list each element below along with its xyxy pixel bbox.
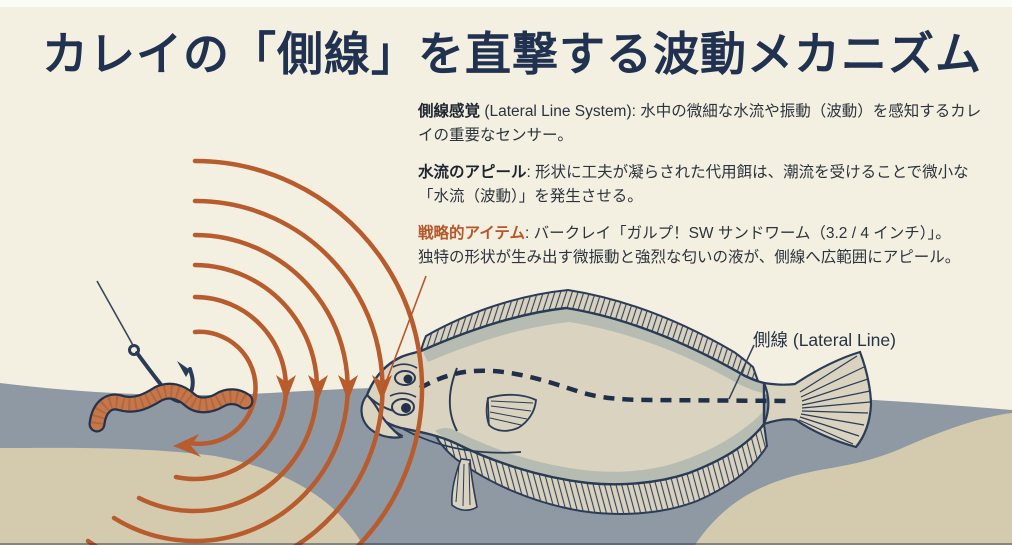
info-text: イの重要なセンサー。 — [418, 127, 573, 144]
worm-bait — [88, 382, 254, 433]
fishing-line — [96, 280, 135, 348]
page-title: カレイの「側線」を直撃する波動メカニズム — [42, 29, 982, 80]
wave-arc — [111, 232, 350, 544]
info-text: : バークレイ「ガルプ！SW サンドワーム（3.2 / 4 インチ）」。 — [524, 225, 951, 242]
info-paragraph-current-appeal: 水流のアピール: 形状に工夫が凝らされた代用餌は、潮流を受けることで微小な「水流… — [418, 161, 1012, 209]
gill-line — [448, 367, 458, 432]
info-head-lateral-sense: 側線感覚 — [418, 103, 481, 120]
flounder-eye-upper — [392, 363, 418, 386]
body-shade-bottom — [435, 412, 763, 485]
ventral-fin — [451, 458, 478, 511]
body-shade-top — [423, 309, 763, 393]
wave-arrow-down-icon — [308, 375, 328, 401]
wave-arc — [187, 329, 258, 447]
info-head-strategic-item: 戦略的アイテム — [418, 225, 525, 242]
pectoral-fin — [485, 393, 537, 432]
info-panel: 側線感覚 (Lateral Line System): 水中の微細な水流や振動（… — [418, 100, 1012, 283]
info-text: (Lateral Line System): 水中の微細な水流や振動（波動）を感… — [480, 103, 982, 120]
info-paragraph-strategic-item: 戦略的アイテム: バークレイ「ガルプ！SW サンドワーム（3.2 / 4 インチ… — [418, 222, 1012, 270]
lateral-line-dashed — [418, 368, 792, 404]
lateral-line-label: 側線 (Lateral Line) — [753, 330, 896, 350]
wave-arc — [136, 262, 320, 514]
wave-arc — [85, 198, 385, 545]
info-text: 「水流（波動）」を発生させる。 — [418, 188, 643, 205]
bottom-edge-line — [0, 543, 1012, 545]
strategic-item-pointer-line — [381, 275, 427, 394]
flounder-eye-lower — [389, 392, 417, 416]
info-head-current-appeal: 水流のアピール — [418, 164, 527, 181]
info-text: 独特の形状が生み出す微振動と強烈な匂いの液が、側線へ広範囲にアピール。 — [418, 249, 961, 266]
lateral-line-pointer-line — [728, 344, 755, 400]
top-white-strip — [0, 0, 1012, 7]
flounder-illustration — [360, 288, 873, 515]
wave-arrow-down-icon — [338, 375, 358, 401]
wave-arc — [192, 158, 425, 545]
tail-fin — [762, 350, 873, 449]
wave-arrow-left-icon — [173, 434, 201, 457]
tail-fin-rays — [798, 355, 871, 445]
info-text: : 形状に工夫が凝らされた代用餌は、潮流を受けることで微小な — [526, 164, 969, 181]
info-paragraph-lateral-sense: 側線感覚 (Lateral Line System): 水中の微細な水流や振動（… — [418, 100, 1012, 148]
wave-arrow-down-icon — [276, 375, 296, 401]
